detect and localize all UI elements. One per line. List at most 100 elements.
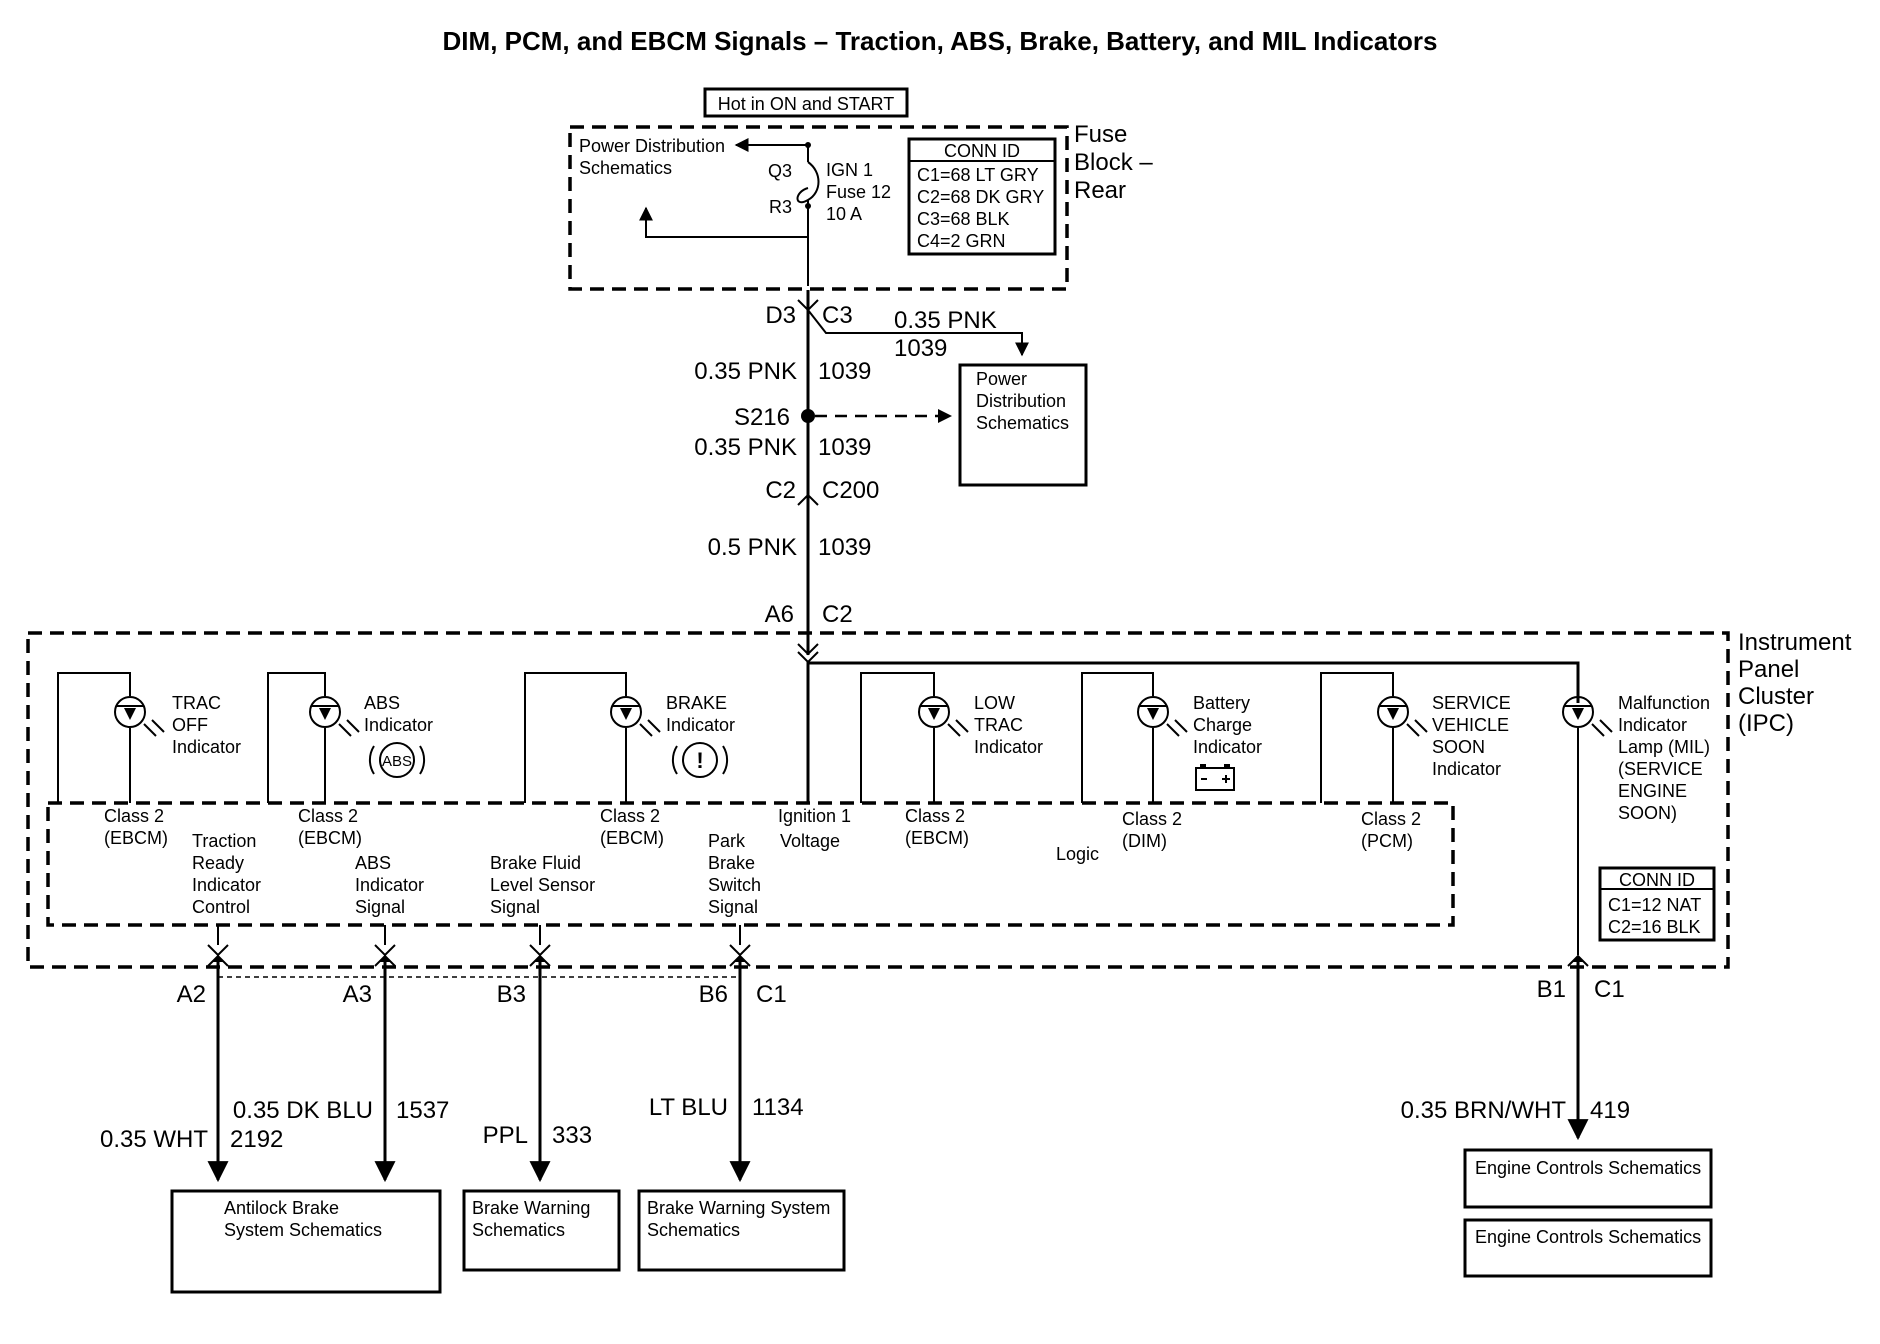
- pin-b3: B3: [497, 981, 526, 1008]
- box-text: Schematics: [647, 1220, 740, 1240]
- input-label: Indicator: [192, 875, 261, 895]
- box-text: System Schematics: [224, 1220, 382, 1240]
- indicator-label: SERVICE: [1432, 693, 1511, 713]
- indicator-label: ABS: [364, 693, 400, 713]
- indicator-label: Indicator: [974, 737, 1043, 757]
- class2-label: (EBCM): [905, 828, 969, 848]
- ipc-conn-id-title: CONN ID: [1619, 870, 1695, 890]
- branch-wire: [807, 309, 1029, 357]
- mil-indicator: Malfunction Indicator Lamp (MIL) (SERVIC…: [1562, 693, 1710, 955]
- fuse-block-outline: [568, 125, 1069, 291]
- input-label: Ignition 1: [778, 806, 851, 826]
- indicator-label: TRAC: [974, 715, 1023, 735]
- indicator-label: Indicator: [172, 737, 241, 757]
- abs-symbol-text: ABS: [382, 753, 412, 770]
- pin-b1: B1: [1537, 976, 1566, 1003]
- indicator-label: Indicator: [1193, 737, 1262, 757]
- abs-schematics-box: [170, 1189, 442, 1294]
- battery-icon: [1195, 764, 1235, 791]
- input-label: Park: [708, 831, 746, 851]
- pd-schematics-box: [958, 363, 1088, 487]
- engine-controls-box-1: [1463, 1148, 1713, 1209]
- pin-c1: C1: [756, 981, 787, 1008]
- brake-symbol-text: !: [696, 748, 703, 773]
- wire-gauge: 0.35 DK BLU: [233, 1097, 373, 1124]
- class2-label: (PCM): [1361, 831, 1413, 851]
- pin-b6: B6: [699, 981, 728, 1008]
- wire-gauge: LT BLU: [649, 1094, 728, 1121]
- wire-circuit: 1039: [818, 434, 871, 461]
- brake-warning-system-box: [637, 1189, 846, 1272]
- class2-label: Class 2: [298, 806, 358, 826]
- ipc-conn-id-row: C2=16 BLK: [1608, 917, 1701, 937]
- pd-ref-text-1: Power Distribution: [579, 136, 725, 156]
- input-label: Signal: [490, 897, 540, 917]
- brake-symbol-icon: [682, 742, 718, 778]
- input-label: Indicator: [355, 875, 424, 895]
- input-label: Brake: [708, 853, 755, 873]
- engine-controls-box-2: [1463, 1218, 1713, 1278]
- ipc-conn-id-row: C1=12 NAT: [1608, 895, 1701, 915]
- indicator-label: Indicator: [1618, 715, 1687, 735]
- class2-label: Class 2: [905, 806, 965, 826]
- class2-label: Class 2: [600, 806, 660, 826]
- indicator-label: Indicator: [666, 715, 735, 735]
- indicator-label: Lamp (MIL): [1618, 737, 1710, 757]
- abs-symbol-icon: [379, 742, 415, 778]
- trac-off-indicator: TRAC OFF Indicator: [57, 672, 241, 803]
- pin-c1: C1: [1594, 976, 1625, 1003]
- brake-indicator: BRAKE Indicator !: [524, 672, 735, 803]
- box-text: Antilock Brake: [224, 1198, 339, 1218]
- service-vehicle-soon-indicator: SERVICE VEHICLE SOON Indicator: [1320, 672, 1511, 803]
- class2-label: Class 2: [104, 806, 164, 826]
- wire-gauge: 0.35 WHT: [100, 1126, 208, 1153]
- fuse-block-label-3: Rear: [1074, 177, 1126, 204]
- pd-box-text: Power: [976, 369, 1027, 389]
- class2-label: (EBCM): [600, 828, 664, 848]
- class2-label: Class 2: [1361, 809, 1421, 829]
- wire-circuit: 1039: [818, 534, 871, 561]
- fuse-block-label-1: Fuse: [1074, 121, 1127, 148]
- conn-d3: D3: [765, 302, 796, 329]
- box-text: Engine Controls Schematics: [1475, 1158, 1701, 1178]
- wire-circuit: 1134: [752, 1094, 804, 1121]
- fuse-conn-id-box: [907, 137, 1057, 256]
- wire-gauge: 0.35 BRN/WHT: [1401, 1097, 1567, 1124]
- fuse-conn-id-row: C3=68 BLK: [917, 209, 1010, 229]
- ignition-bus-horizontal: [808, 661, 1580, 703]
- wire-circuit: 1039: [818, 358, 871, 385]
- class2-label: Class 2: [1122, 809, 1182, 829]
- indicator-label: LOW: [974, 693, 1015, 713]
- ipc-label: Instrument: [1738, 629, 1852, 656]
- pd-box-text: Distribution: [976, 391, 1066, 411]
- low-trac-indicator: LOW TRAC Indicator: [860, 672, 1043, 803]
- ipc-logic-outline: [46, 801, 1455, 927]
- input-label: Level Sensor: [490, 875, 595, 895]
- input-label: ABS: [355, 853, 391, 873]
- indicator-label: Battery: [1193, 693, 1250, 713]
- conn-c200: C200: [822, 477, 879, 504]
- input-label: Signal: [708, 897, 758, 917]
- indicator-label: OFF: [172, 715, 208, 735]
- conn-c3: C3: [822, 302, 853, 329]
- wire-circuit: 333: [552, 1122, 592, 1149]
- ipc-label: Panel: [1738, 656, 1799, 683]
- fuse-label-2: Fuse 12: [826, 182, 891, 202]
- input-label: Traction: [192, 831, 256, 851]
- pd-box-text: Schematics: [976, 413, 1069, 433]
- splice-label: S216: [734, 404, 790, 431]
- indicator-label: BRAKE: [666, 693, 727, 713]
- class2-label: (DIM): [1122, 831, 1167, 851]
- input-label: Control: [192, 897, 250, 917]
- hot-label-box: [703, 87, 909, 118]
- hot-label: Hot in ON and START: [718, 94, 894, 114]
- conn-ipc-c2: C2: [822, 601, 853, 628]
- pd-ref-text-2: Schematics: [579, 158, 672, 178]
- input-label: Switch: [708, 875, 761, 895]
- indicator-label: SOON: [1432, 737, 1485, 757]
- pin-a2: A2: [177, 981, 206, 1008]
- fuse-symbol: [796, 161, 820, 204]
- box-text: Brake Warning: [472, 1198, 590, 1218]
- branch-circuit: 1039: [894, 335, 947, 362]
